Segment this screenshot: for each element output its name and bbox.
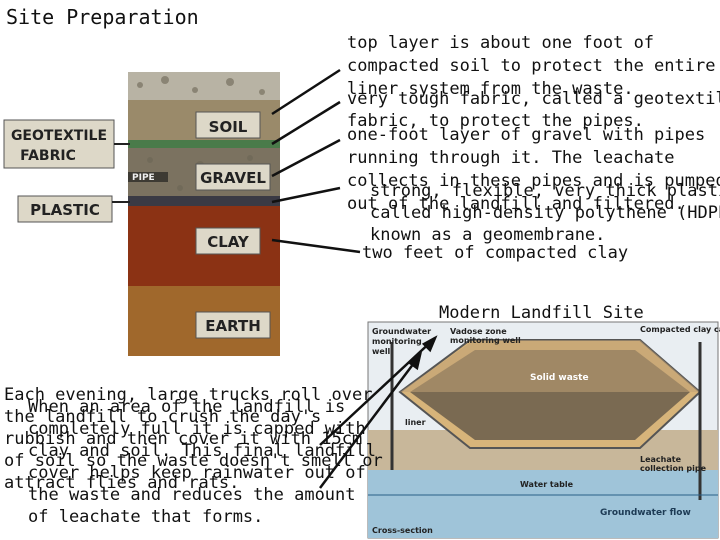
gravel-caption-2: running through it. The leachate <box>347 148 675 168</box>
geotextile-label-line1: GEOTEXTILE <box>11 128 107 144</box>
pipe <box>128 172 168 182</box>
full-text-4: cover helps keep rainwater out of <box>28 463 366 483</box>
groundwater-well-label-2: monitoring <box>372 337 422 346</box>
geotextile-layer <box>128 140 280 148</box>
pipe-label: PIPE <box>132 173 155 183</box>
evening-text-1: Each evening, large trucks roll over <box>4 385 373 405</box>
leachate-pipe-label-2: collection pipe <box>640 464 707 473</box>
plastic-caption-3: known as a geomembrane. <box>370 225 606 245</box>
clay-label: CLAY <box>207 233 250 251</box>
landfill-site-title: Modern Landfill Site <box>439 303 644 323</box>
plastic-label: PLASTIC <box>30 201 100 219</box>
groundwater-well-label-3: well <box>372 347 391 356</box>
soil-caption-2: compacted soil to protect the entire <box>347 56 716 76</box>
water-table-label: Water table <box>520 480 574 489</box>
vadose-label-1: Vadose zone <box>450 327 507 336</box>
full-text-6: of leachate that forms. <box>28 507 264 527</box>
plastic-caption-1: strong, flexible, very thick plastic, <box>370 181 720 201</box>
groundwater-well-label-1: Groundwater <box>372 327 431 336</box>
evening-text-4: of soil so the waste doesn't smell or <box>4 451 383 471</box>
vadose-label-2: monitoring well <box>450 336 521 345</box>
gravel-caption-3: collects in these pipes and is pumped <box>347 171 720 191</box>
geotextile-caption-1: very tough fabric, called a geotextile <box>347 89 720 109</box>
gravel-label: GRAVEL <box>200 169 266 187</box>
geotextile-label-line2: FABRIC <box>20 148 76 164</box>
landfill-site-picture: Groundwater flow Groundwater monitoring … <box>367 321 720 539</box>
clay-caption: two feet of compacted clay <box>362 243 629 263</box>
plastic-layer <box>128 196 280 206</box>
plastic-caption-2: called high-density polythene (HDPE) <box>370 203 720 223</box>
evening-text-2: the landfill to crush the day's <box>4 407 322 427</box>
compacted-cap-label: Compacted clay cap <box>640 325 720 334</box>
soil-caption-1: top layer is about one foot of <box>347 33 655 53</box>
full-text-5: the waste and reduces the amount <box>28 485 356 505</box>
leachate-pipe-label-1: Leachate <box>640 455 682 464</box>
full-text-2: completely full it is capped with <box>28 419 366 439</box>
groundwater-flow-label: Groundwater flow <box>600 508 691 518</box>
soil-label: SOIL <box>209 118 248 136</box>
full-text-1: When an area of the landfill is <box>28 397 346 417</box>
liner-label: liner <box>405 418 426 427</box>
soil-caption-3: liner system from the waste. <box>347 79 634 99</box>
evening-text-3: rubbish and then cover it with 15cm <box>4 429 363 449</box>
gravel-caption-4: out of the landfill and filtered. <box>347 194 685 214</box>
gravel-caption-1: one-foot layer of gravel with pipes <box>347 125 706 145</box>
top-stone-layer <box>128 72 280 102</box>
earth-label: EARTH <box>205 317 261 335</box>
geotextile-caption-2: fabric, to protect the pipes. <box>347 111 644 131</box>
page-title: Site Preparation <box>6 5 199 29</box>
cross-section-label: Cross-section <box>372 526 433 535</box>
solid-waste-label: Solid waste <box>530 373 589 383</box>
evening-text-5: attract flies and rats. <box>4 473 240 493</box>
full-text-3: clay and soil. This final landfill <box>28 441 376 461</box>
